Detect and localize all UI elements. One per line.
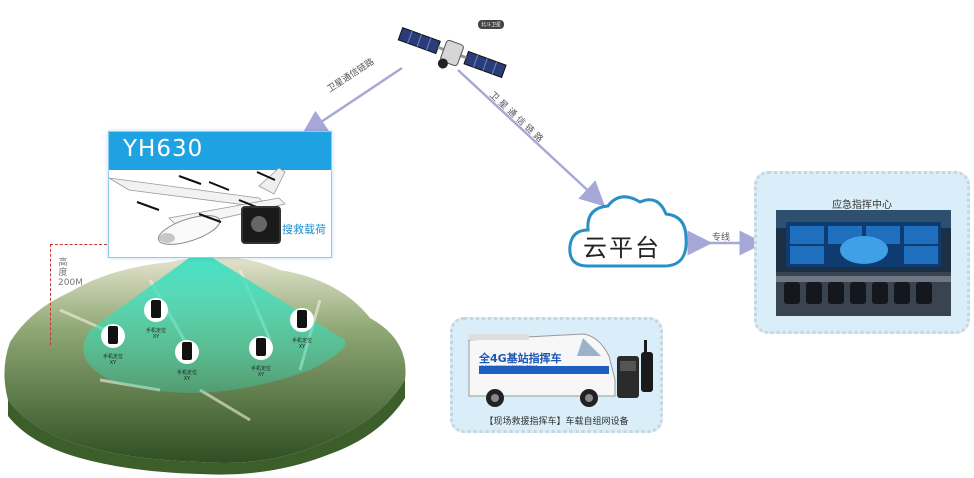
drone-icon [109,168,286,245]
satellite-icon [397,26,507,79]
link-label-dedicated: 专线 [712,233,731,243]
command-center-photo [776,210,951,316]
link-sat-drone [301,66,403,135]
terrain-map [4,250,406,475]
payload-box-icon [241,206,281,244]
cloud-label: 云平台 [583,234,661,262]
payload-label: 搜救载荷 [282,223,326,236]
phone-icon [290,308,314,332]
command-vehicle-icon [468,333,653,407]
van-subtext: AIR BASE STATION COMMAND VEHICLE [479,364,538,368]
command-center-title: 应急指挥中心 [832,200,892,211]
satellite-tag: 北斗卫星 [478,20,505,29]
altitude-marker [50,244,107,345]
vehicle-panel: 全4G基站指挥车 AIR BASE STATION COMMAND VEHICL… [450,317,663,433]
phone-icon [249,336,273,360]
link-sat-cloud [457,69,606,207]
cloud-icon [568,195,688,268]
drone-model-title: YH630 [123,136,204,162]
van-text: 全4G基站指挥车 [479,352,562,365]
vehicle-label: 【现场救援指挥车】车载自组网设备 [484,417,629,427]
drone-card: YH630 搜救载荷 [108,131,332,258]
phone-icon [175,340,199,364]
altitude-label: 高度200M [58,258,83,288]
drone-card-header: YH630 [109,132,331,170]
command-center-panel: 应急指挥中心 [754,171,970,334]
phone-icon [144,298,168,322]
phone-icon [101,324,125,348]
